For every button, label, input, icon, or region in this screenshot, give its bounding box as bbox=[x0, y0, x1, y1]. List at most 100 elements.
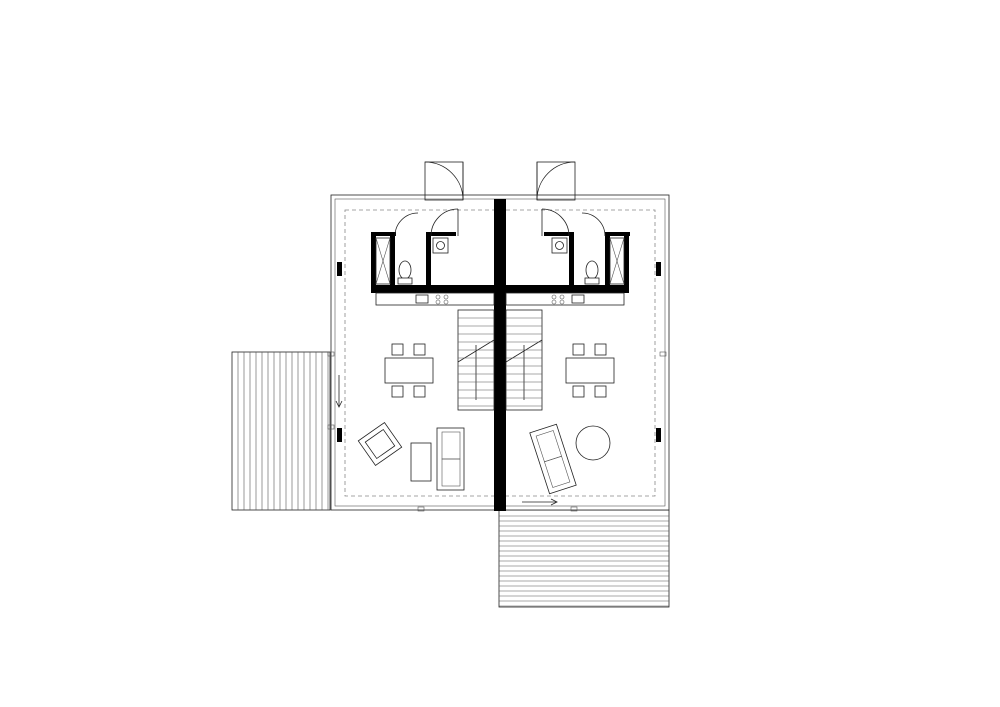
staircase-right-treads bbox=[506, 317, 542, 407]
west-deck-outline bbox=[231, 351, 331, 511]
kitchen-left bbox=[375, 292, 495, 306]
staircase-left-outline bbox=[457, 309, 495, 411]
wall-tick-w1 bbox=[327, 351, 335, 357]
arrow-south-head bbox=[550, 498, 558, 506]
window-marker-east-upper bbox=[656, 262, 661, 276]
window-marker-west-upper bbox=[337, 262, 342, 276]
entry-right bbox=[536, 161, 606, 237]
door-swing-right-outer bbox=[536, 161, 576, 201]
closet-wall-left-inner bbox=[390, 232, 395, 288]
coffee-table-left bbox=[410, 442, 432, 482]
bathroom-left-fixtures bbox=[397, 237, 449, 285]
bath-wall-left bbox=[426, 232, 431, 288]
chair-right-n2 bbox=[594, 343, 607, 356]
washbasin-right bbox=[551, 237, 568, 254]
toilet-left-tank bbox=[397, 277, 413, 285]
washbasin-left bbox=[432, 237, 449, 254]
kitchen-sink-right bbox=[571, 294, 585, 304]
west-deck bbox=[231, 351, 331, 511]
party-wall bbox=[494, 199, 506, 511]
closet-right bbox=[609, 237, 625, 285]
kitchen-counter-left bbox=[375, 292, 495, 306]
staircase-left bbox=[457, 309, 495, 411]
kitchen-right bbox=[505, 292, 625, 306]
round-table-right bbox=[575, 425, 611, 461]
chair-left-s2 bbox=[413, 385, 426, 398]
staircase-right-outline bbox=[505, 309, 543, 411]
dining-table-left bbox=[384, 357, 434, 384]
dining-set-right bbox=[565, 343, 615, 398]
structural-walls bbox=[371, 199, 630, 511]
closet-wall-right-inner bbox=[605, 232, 610, 288]
wall-tick-s1 bbox=[417, 506, 425, 512]
kitchen-counter-right bbox=[505, 292, 625, 306]
bathroom-right-fixtures bbox=[551, 237, 600, 285]
closet-left-x2 bbox=[375, 237, 391, 285]
sofa-left-cushion-2 bbox=[441, 458, 461, 487]
chair-left-n2 bbox=[413, 343, 426, 356]
staircase-right bbox=[505, 309, 543, 411]
hob-right-4 bbox=[559, 299, 565, 305]
closet-wall-right bbox=[624, 232, 629, 288]
staircase-right-cut-line bbox=[505, 339, 543, 363]
staircase-left-cut-line bbox=[457, 339, 495, 363]
chair-left-n1 bbox=[391, 343, 404, 356]
chair-left-s1 bbox=[391, 385, 404, 398]
dining-set-left bbox=[384, 343, 434, 398]
chair-right-s1 bbox=[572, 385, 585, 398]
door-swing-right-inner bbox=[541, 208, 570, 237]
hob-right-2 bbox=[559, 294, 565, 300]
vestibule-left bbox=[424, 161, 464, 201]
entry-left bbox=[394, 161, 464, 237]
closet-right-box bbox=[609, 237, 625, 285]
closet-left bbox=[375, 237, 391, 285]
wall-tick-e1 bbox=[659, 351, 667, 357]
bath-wall-left-top bbox=[426, 232, 456, 236]
dining-table-right bbox=[565, 357, 615, 384]
living-right bbox=[529, 423, 611, 495]
living-left bbox=[357, 421, 465, 491]
south-deck bbox=[498, 509, 670, 608]
west-deck-boards bbox=[237, 352, 329, 510]
closet-wall-right-top bbox=[605, 232, 630, 236]
door-swing-right-wc bbox=[581, 212, 606, 237]
door-swing-left-outer bbox=[424, 161, 464, 201]
washbasin-left-bowl bbox=[436, 241, 445, 250]
door-swing-left-inner bbox=[430, 208, 459, 237]
chair-right-n1 bbox=[572, 343, 585, 356]
washbasin-right-bowl bbox=[555, 241, 564, 250]
toilet-right-tank bbox=[584, 277, 600, 285]
window-marker-east-lower bbox=[656, 428, 661, 442]
hob-right-3 bbox=[551, 299, 557, 305]
sofa-right bbox=[529, 423, 577, 495]
kitchen-sink-left bbox=[415, 294, 429, 304]
vestibule-right bbox=[536, 161, 576, 201]
hob-right-1 bbox=[551, 294, 557, 300]
bath-wall-right bbox=[569, 232, 574, 288]
entrance-arrows bbox=[335, 375, 558, 506]
toilet-right bbox=[585, 260, 599, 280]
chair-right-s2 bbox=[594, 385, 607, 398]
closet-wall-left bbox=[371, 232, 376, 288]
arrow-west-head bbox=[335, 400, 343, 408]
toilet-left bbox=[398, 260, 412, 280]
south-deck-outline bbox=[498, 509, 670, 608]
hob-left-4 bbox=[443, 299, 449, 305]
bath-wall-right-top bbox=[544, 232, 574, 236]
kitchen-back-wall bbox=[371, 285, 629, 293]
armchair-left bbox=[357, 421, 403, 467]
staircase-left-treads bbox=[458, 317, 494, 407]
hob-left-2 bbox=[443, 294, 449, 300]
hob-left-3 bbox=[435, 299, 441, 305]
wall-tick-s2 bbox=[570, 506, 578, 512]
closet-left-box bbox=[375, 237, 391, 285]
closet-right-x2 bbox=[609, 237, 625, 285]
hob-left-1 bbox=[435, 294, 441, 300]
window-marker-west-lower bbox=[337, 428, 342, 442]
wall-tick-w2 bbox=[327, 424, 335, 430]
closet-wall-left-top bbox=[371, 232, 396, 236]
door-swing-left-wc bbox=[394, 212, 419, 237]
south-deck-boards bbox=[499, 515, 669, 607]
